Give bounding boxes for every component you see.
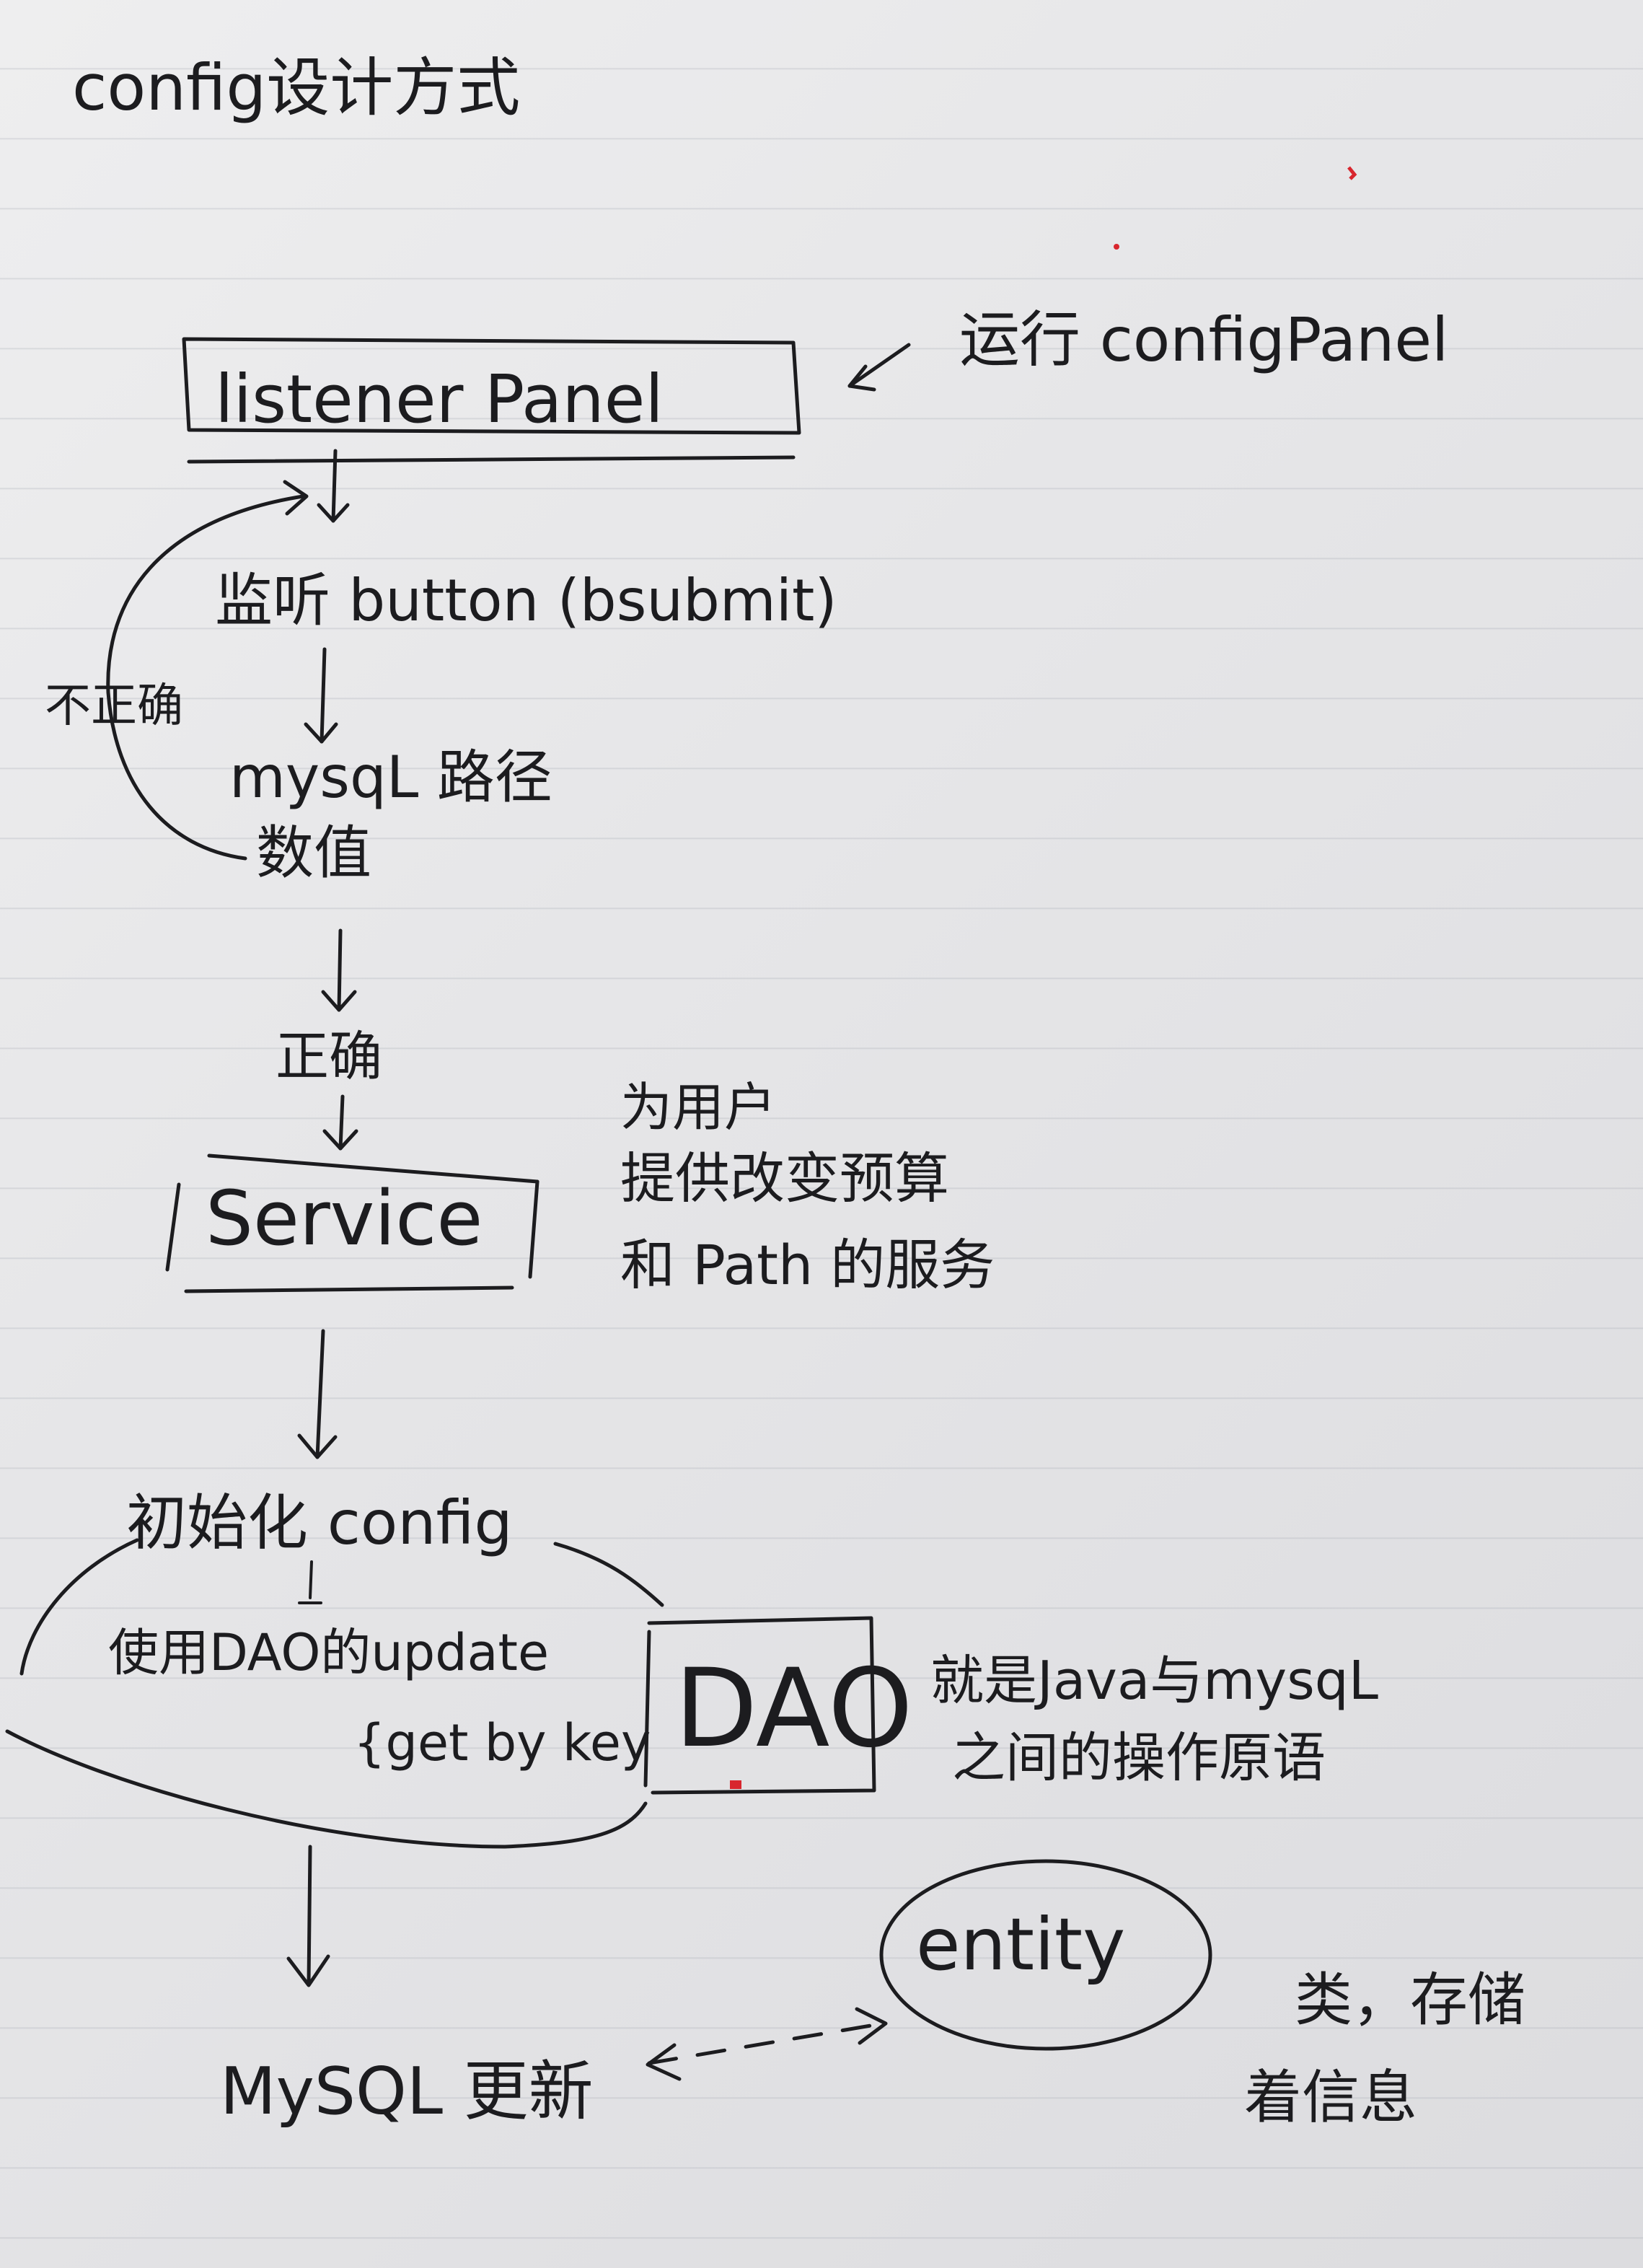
service-box-left	[165, 1182, 181, 1272]
init-config-label: 初始化 config	[126, 1487, 513, 1558]
arrow-correct-to-service-head	[322, 1129, 358, 1151]
service-note-line1: 为用户	[620, 1077, 776, 1138]
dashed-link-left-head	[646, 2043, 682, 2081]
dashed-link-right-head	[855, 2007, 888, 2045]
use-dao-label: 使用DAO的update	[108, 1623, 549, 1682]
red-mark	[1347, 166, 1357, 180]
entity-node: entity	[879, 1859, 1212, 2051]
arrow-dao-to-mysql-head	[286, 1954, 330, 1987]
listen-button-label: 监听 button (bsubmit)	[215, 567, 837, 634]
incorrect-label: 不正确	[45, 680, 183, 733]
listener-panel-label: listener Panel	[215, 361, 664, 438]
run-configpanel-note: 运行 configPanel	[959, 304, 1448, 375]
arrow-listen-to-mysql	[320, 647, 327, 744]
correct-label: 正确	[276, 1026, 382, 1088]
service-node: Service	[165, 1153, 539, 1293]
service-box-top	[207, 1153, 539, 1184]
arrow-service-to-init	[315, 1329, 325, 1459]
entity-note-line1: 类，存储	[1295, 1966, 1525, 2034]
run-arrowhead	[847, 364, 876, 392]
listener-panel-underline	[187, 455, 796, 464]
arrow-service-to-init-head	[297, 1433, 338, 1459]
arrow-value-to-correct	[337, 928, 343, 1012]
entity-ellipse	[879, 1859, 1212, 2051]
diagram-title: config设计方式	[72, 50, 520, 125]
arrow-dao-to-mysql	[307, 1845, 312, 1986]
dao-note-line2: 之间的操作原语	[952, 1727, 1326, 1789]
mysql-update-label: MySQL 更新	[220, 2054, 594, 2129]
dao-label: DAO	[674, 1646, 913, 1772]
dao-note-line1: 就是Java与mysqL	[930, 1650, 1378, 1712]
group-curve-bottom	[5, 1729, 648, 1849]
incorrect-loop-arrowhead	[283, 480, 309, 516]
dashed-link	[647, 2021, 886, 2065]
service-note-line3: 和 Path 的服务	[620, 1233, 995, 1297]
service-box-bottom	[184, 1285, 514, 1293]
entity-note-line2: 着信息	[1244, 2064, 1417, 2131]
group-curve-right	[553, 1542, 664, 1607]
listener-panel-box	[182, 337, 801, 435]
arrow-init-to-dao	[309, 1560, 313, 1599]
incorrect-loop-curve	[106, 494, 305, 861]
arrow-value-to-correct-head	[321, 990, 357, 1012]
arrow-panel-to-listen	[331, 449, 338, 523]
mysql-path-label: mysqL 路径	[229, 744, 552, 811]
service-box-right	[528, 1179, 539, 1279]
arrow-correct-to-service	[338, 1094, 345, 1151]
service-label: Service	[206, 1174, 483, 1262]
dao-box-left	[643, 1630, 651, 1788]
arrow-panel-to-listen-head	[317, 503, 350, 523]
service-note-line2: 提供改变预算	[620, 1146, 949, 1210]
red-dot	[1114, 244, 1119, 250]
entity-label: entity	[916, 1902, 1125, 1987]
dao-red-mark	[730, 1780, 741, 1789]
listener-panel-node: listener Panel	[182, 337, 801, 464]
value-label: 数值	[256, 819, 371, 887]
run-arrow	[847, 343, 911, 388]
group-curve-left	[19, 1538, 139, 1676]
dao-node: DAO	[643, 1616, 913, 1795]
get-by-key-label: {get by key	[353, 1713, 651, 1772]
dao-box	[647, 1616, 876, 1795]
arrow-listen-to-mysql-head	[304, 722, 338, 744]
